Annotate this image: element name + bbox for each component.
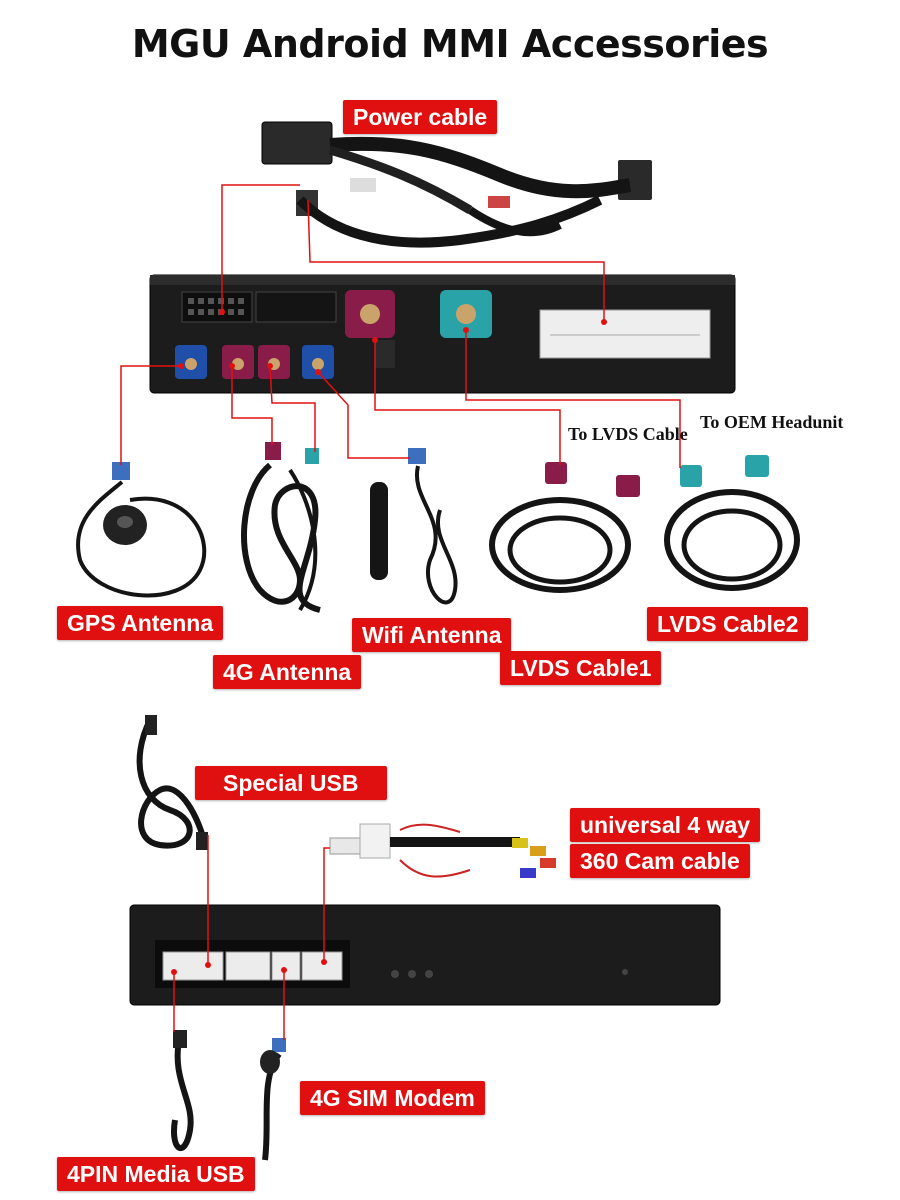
leader-dots (171, 309, 607, 975)
wifi-antenna-label: Wifi Antenna (352, 618, 512, 652)
special-usb-cable (136, 715, 208, 850)
leader-lines (120, 184, 681, 1040)
media-usb-label: 4PIN Media USB (57, 1157, 255, 1191)
power-cable-label: Power cable (343, 100, 498, 134)
sim-modem-cable (260, 1038, 286, 1161)
sim-modem-label: 4G SIM Modem (300, 1081, 485, 1115)
power-cable-harness (261, 121, 652, 248)
cam-cable (329, 823, 556, 878)
mmi-box-top (149, 274, 736, 394)
to-lvds-cable-note: To LVDS Cable (568, 424, 688, 444)
mmi-box-bottom (129, 904, 721, 1006)
gps-antenna-label: GPS Antenna (57, 606, 224, 640)
lvds-cable1-label: LVDS Cable1 (500, 651, 662, 685)
lvds-cable1 (489, 462, 640, 593)
cam-cable-label-line2: 360 Cam cable (570, 844, 750, 878)
g4-antenna (241, 442, 321, 613)
special-usb-label: Special USB (195, 766, 387, 800)
lvds-cable2-label: LVDS Cable2 (647, 607, 809, 641)
media-usb-cable (171, 1030, 194, 1152)
to-oem-headunit-note: To OEM Headunit (700, 412, 844, 432)
lvds-cable2 (664, 455, 800, 591)
gps-antenna (76, 462, 207, 598)
g4-antenna-label: 4G Antenna (213, 655, 362, 689)
wifi-antenna (370, 448, 458, 605)
page-title: MGU Android MMI Accessories (131, 22, 769, 66)
cam-cable-label-line1: universal 4 way (570, 808, 761, 842)
